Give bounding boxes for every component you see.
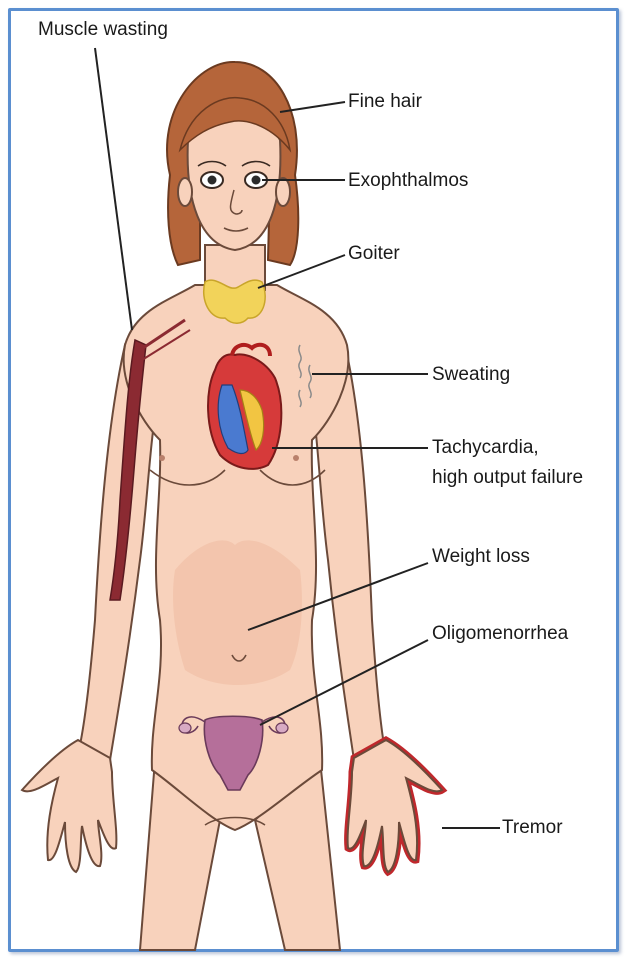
abdomen-shading bbox=[173, 540, 302, 685]
left-hand bbox=[22, 740, 116, 872]
left-nipple bbox=[159, 455, 165, 461]
right-nipple bbox=[293, 455, 299, 461]
label-goiter: Goiter bbox=[348, 242, 400, 266]
label-tachycardia-line1: Tachycardia, bbox=[432, 436, 539, 460]
label-oligomenorrhea: Oligomenorrhea bbox=[432, 622, 568, 646]
label-fine-hair: Fine hair bbox=[348, 90, 422, 114]
label-tachycardia-line2: high output failure bbox=[432, 466, 583, 490]
label-weight-loss: Weight loss bbox=[432, 545, 530, 569]
label-muscle-wasting: Muscle wasting bbox=[38, 18, 168, 42]
label-tremor: Tremor bbox=[502, 816, 563, 840]
leader-muscle-wasting bbox=[95, 48, 132, 330]
label-exophthalmos: Exophthalmos bbox=[348, 169, 468, 193]
right-ear bbox=[276, 178, 290, 206]
label-sweating: Sweating bbox=[432, 363, 510, 387]
left-ear bbox=[178, 178, 192, 206]
